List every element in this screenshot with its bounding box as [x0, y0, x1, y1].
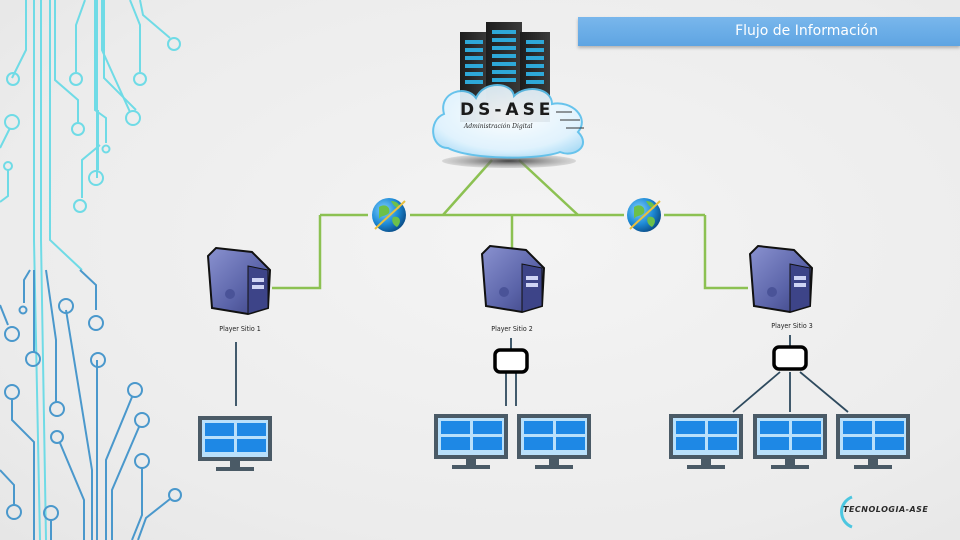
server-tower-icon[interactable] [480, 244, 546, 314]
monitor-icon [836, 414, 910, 469]
page-title: Flujo de Información [578, 17, 960, 46]
circuit-decoration [0, 0, 182, 540]
display-cables [235, 335, 849, 413]
monitor-icon [517, 414, 591, 469]
cloud-subtitle: Administración Digital [464, 123, 533, 130]
network-links [272, 159, 748, 290]
monitor-icon [753, 414, 827, 469]
monitor-icon [669, 414, 743, 469]
player-label-1: Player Sitio 1 [219, 325, 261, 333]
globe-icon [627, 198, 661, 232]
displays [198, 414, 910, 471]
player-label-2: Player Sitio 2 [491, 325, 533, 333]
globe-icon [372, 198, 406, 232]
cloud-brand: DS-ASE [460, 100, 555, 120]
footer-logo: TECNOLOGIA-ASE [843, 505, 929, 514]
video-splitter-icon [493, 348, 529, 374]
server-tower-icon[interactable] [748, 244, 814, 314]
video-splitter-icon [772, 345, 808, 371]
cloud-server-icon [432, 22, 585, 168]
tecnologia-logo-swoosh [840, 495, 853, 529]
server-tower-icon[interactable] [206, 246, 272, 316]
player-label-3: Player Sitio 3 [771, 322, 813, 330]
monitor-icon [434, 414, 508, 469]
monitor-icon [198, 416, 272, 471]
